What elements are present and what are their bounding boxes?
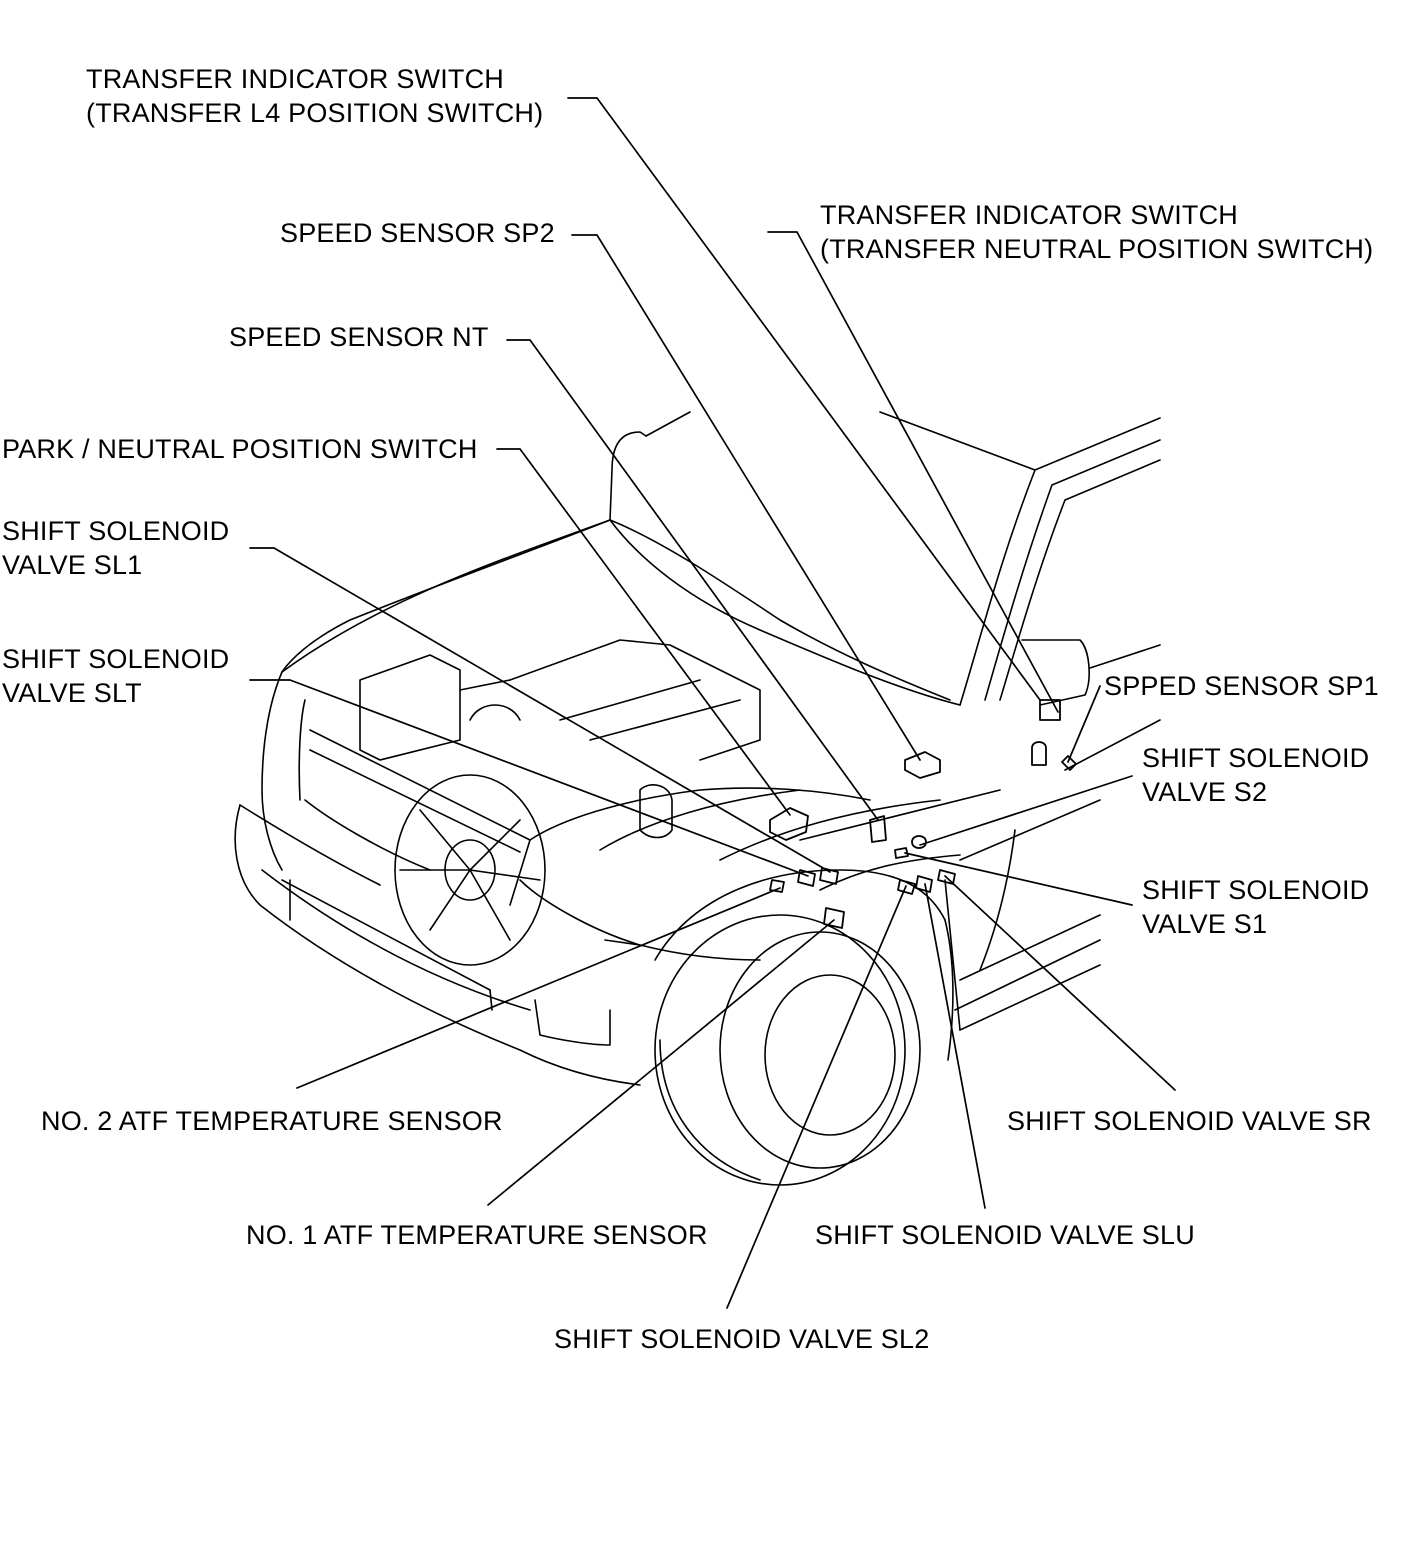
sp1-sensor bbox=[1061, 755, 1077, 771]
label-line: VALVE S1 bbox=[1142, 909, 1268, 939]
label-speed-sensor-sp2: SPEED SENSOR SP2 bbox=[280, 216, 555, 250]
label-line: (TRANSFER L4 POSITION SWITCH) bbox=[86, 98, 544, 128]
leader-s1 bbox=[904, 852, 1133, 906]
label-text: NO. 1 ATF TEMPERATURE SENSOR bbox=[246, 1220, 708, 1250]
label-line: TRANSFER INDICATOR SWITCH bbox=[820, 200, 1239, 230]
leader-speed-nt bbox=[506, 339, 879, 821]
leader-atf2 bbox=[296, 887, 781, 1089]
park-neutral-switch bbox=[769, 807, 809, 841]
label-line: SHIFT SOLENOID bbox=[2, 516, 230, 546]
label-shift-solenoid-s2: SHIFT SOLENOID VALVE S2 bbox=[1142, 741, 1369, 809]
nt-sensor bbox=[869, 815, 887, 843]
label-park-neutral-switch: PARK / NEUTRAL POSITION SWITCH bbox=[2, 432, 478, 466]
leader-s2 bbox=[919, 775, 1133, 846]
leader-sl1 bbox=[249, 547, 831, 873]
label-shift-solenoid-slu: SHIFT SOLENOID VALVE SLU bbox=[815, 1218, 1195, 1252]
label-line: VALVE S2 bbox=[1142, 777, 1268, 807]
label-text: PARK / NEUTRAL POSITION SWITCH bbox=[2, 434, 478, 464]
label-shift-solenoid-sl1: SHIFT SOLENOID VALVE SL1 bbox=[2, 514, 229, 582]
leader-sl2 bbox=[726, 885, 907, 1309]
leader-slt bbox=[249, 679, 809, 877]
slt-valve bbox=[797, 869, 816, 887]
sp2-sensor bbox=[904, 751, 941, 779]
label-line: (TRANSFER NEUTRAL POSITION SWITCH) bbox=[820, 234, 1374, 264]
label-text: SPEED SENSOR SP2 bbox=[280, 218, 555, 248]
label-speed-sensor-sp1: SPPED SENSOR SP1 bbox=[1104, 669, 1379, 703]
label-text: SHIFT SOLENOID VALVE SLU bbox=[815, 1220, 1195, 1250]
vehicle-body-outline bbox=[234, 411, 1161, 1186]
transfer-switch-body bbox=[1031, 741, 1047, 766]
label-shift-solenoid-slt: SHIFT SOLENOID VALVE SLT bbox=[2, 642, 229, 710]
label-line: TRANSFER INDICATOR SWITCH bbox=[86, 64, 505, 94]
label-text: SHIFT SOLENOID VALVE SR bbox=[1007, 1106, 1372, 1136]
leader-speed-sp2 bbox=[571, 234, 921, 761]
slu-valve bbox=[915, 875, 933, 893]
transfer-switch-top bbox=[1039, 699, 1061, 721]
cooling-fan bbox=[394, 774, 546, 966]
label-line: SHIFT SOLENOID bbox=[2, 644, 230, 674]
label-line: SHIFT SOLENOID bbox=[1142, 875, 1370, 905]
leader-sr bbox=[944, 875, 1176, 1091]
label-line: VALVE SLT bbox=[2, 678, 142, 708]
label-text: SPEED SENSOR NT bbox=[229, 322, 489, 352]
leader-lines bbox=[249, 97, 1176, 1309]
label-transfer-l4-switch: TRANSFER INDICATOR SWITCH (TRANSFER L4 P… bbox=[86, 62, 543, 130]
label-shift-solenoid-sr: SHIFT SOLENOID VALVE SR bbox=[1007, 1104, 1372, 1138]
label-no1-atf-temp-sensor: NO. 1 ATF TEMPERATURE SENSOR bbox=[246, 1218, 708, 1252]
label-text: SPPED SENSOR SP1 bbox=[1104, 671, 1379, 701]
label-speed-sensor-nt: SPEED SENSOR NT bbox=[229, 320, 489, 354]
s2-valve bbox=[911, 835, 927, 849]
label-shift-solenoid-s1: SHIFT SOLENOID VALVE S1 bbox=[1142, 873, 1369, 941]
sl2-valve bbox=[897, 879, 916, 895]
atf1-sensor bbox=[823, 907, 845, 929]
sl1-valve bbox=[819, 867, 839, 885]
label-no2-atf-temp-sensor: NO. 2 ATF TEMPERATURE SENSOR bbox=[41, 1104, 503, 1138]
label-text: NO. 2 ATF TEMPERATURE SENSOR bbox=[41, 1106, 503, 1136]
leader-transfer-neutral bbox=[767, 231, 1059, 713]
leader-sp1 bbox=[1067, 685, 1101, 763]
label-line: VALVE SL1 bbox=[2, 550, 143, 580]
leader-atf1 bbox=[487, 919, 835, 1206]
label-shift-solenoid-sl2: SHIFT SOLENOID VALVE SL2 bbox=[554, 1322, 929, 1356]
label-line: SHIFT SOLENOID bbox=[1142, 743, 1370, 773]
leader-transfer-l4 bbox=[567, 97, 1041, 701]
label-text: SHIFT SOLENOID VALVE SL2 bbox=[554, 1324, 930, 1354]
s1-valve bbox=[894, 847, 909, 859]
atf2-sensor bbox=[769, 879, 785, 893]
leader-slu bbox=[924, 883, 986, 1209]
label-transfer-neutral-switch: TRANSFER INDICATOR SWITCH (TRANSFER NEUT… bbox=[820, 198, 1373, 266]
leader-park-neutral bbox=[496, 448, 791, 816]
